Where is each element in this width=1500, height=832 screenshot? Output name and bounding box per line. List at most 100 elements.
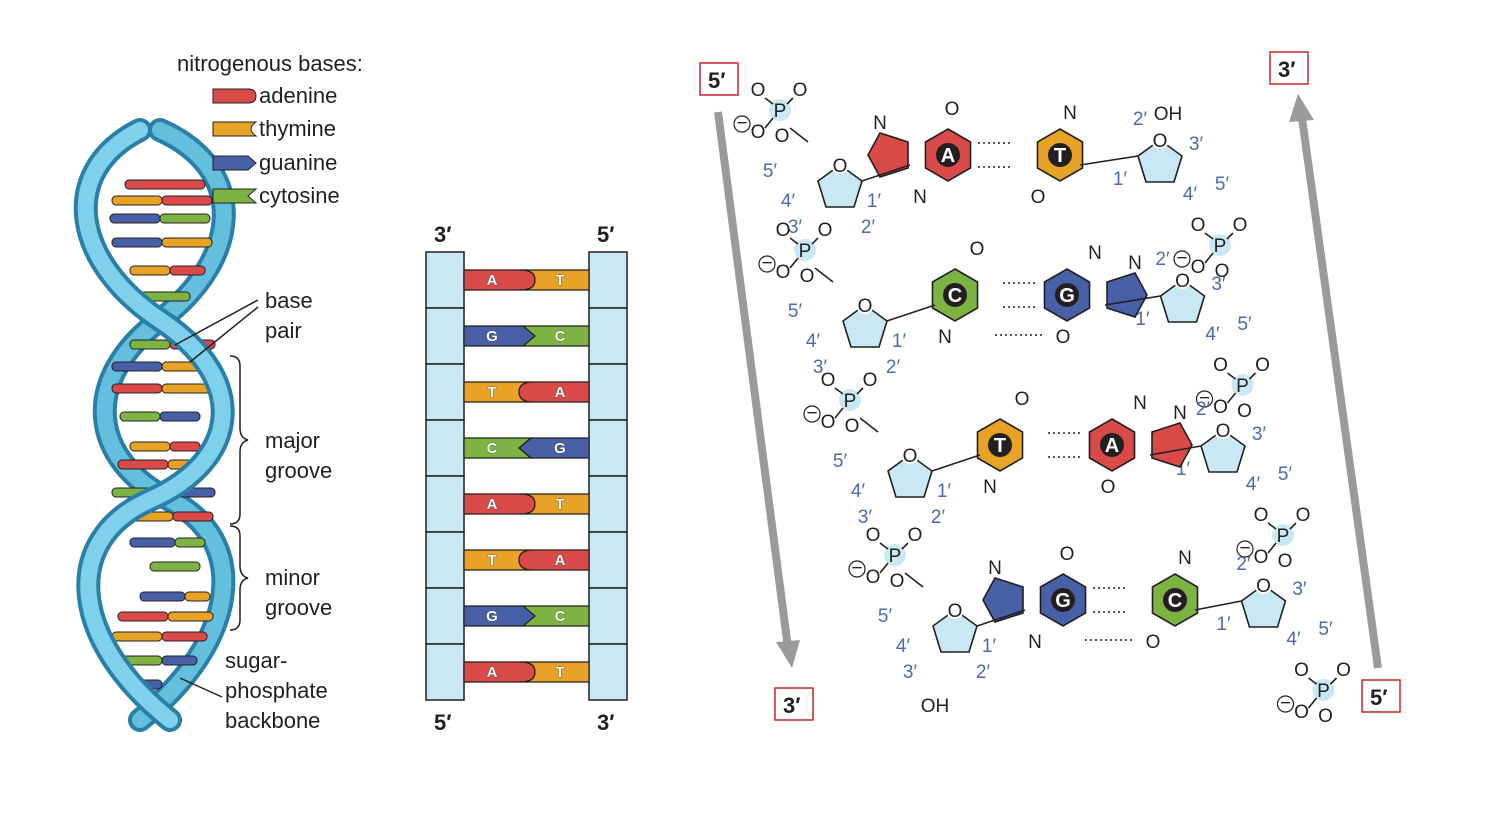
- legend-item-guanine: guanine: [212, 150, 337, 175]
- ladder-base-letter: C: [555, 328, 566, 345]
- position-2prime: 2′: [1155, 249, 1170, 270]
- bond: [904, 572, 924, 588]
- svg-text:5′: 5′: [1370, 685, 1388, 710]
- terminal-3prime-hydroxyl: OH: [921, 696, 950, 717]
- position-5prime: 5′: [1278, 464, 1293, 485]
- base-pair-pointer-2: [189, 306, 259, 363]
- oxygen-atom: O: [948, 601, 963, 622]
- nitrogen-atom: N: [1128, 253, 1142, 274]
- oxygen-atom: O: [970, 239, 985, 260]
- legend-label-thymine: thymine: [259, 116, 336, 141]
- bond: [1204, 252, 1214, 264]
- nitrogen-atom: N: [988, 558, 1002, 579]
- phosphorus-atom: P: [1277, 526, 1290, 547]
- nitrogen-atom: N: [1133, 393, 1147, 414]
- bond: [811, 237, 819, 245]
- ladder-bottom-left-end: 5′: [434, 710, 452, 735]
- negative-charge-icon: [848, 560, 866, 578]
- purine-five-ring: [1151, 422, 1193, 468]
- oxygen-atom: O: [1237, 401, 1252, 422]
- helix-annotations: base pair major groove minor groove suga…: [174, 288, 332, 733]
- position-3prime: 3′: [1211, 274, 1226, 295]
- ladder-base-letter: A: [487, 664, 498, 681]
- negative-charge-icon: [1195, 390, 1214, 408]
- base-letter-thymine: T: [1054, 145, 1066, 167]
- ladder-left-backbone-segment: [425, 643, 465, 701]
- ladder-right-backbone-segment: [588, 307, 628, 365]
- oxygen-atom: O: [776, 220, 791, 241]
- bond: [1226, 392, 1237, 404]
- ring-oxygen: [1151, 131, 1169, 149]
- base-letter-badge: [1051, 588, 1075, 612]
- oxygen-atom: O: [1233, 215, 1248, 236]
- oxygen-atom: O: [866, 525, 881, 546]
- minor-groove-label-2: groove: [265, 595, 332, 620]
- backbone-label-1: sugar-: [225, 648, 287, 673]
- position-3prime: 3′: [858, 507, 873, 528]
- minus-sign: −: [1280, 693, 1291, 714]
- ladder-right-backbone-segment: [588, 419, 628, 477]
- phosphorus-atom: P: [799, 241, 812, 262]
- bond: [879, 562, 889, 574]
- ladder-top-left-end: 3′: [434, 222, 452, 247]
- ladder-base-cytosine: [521, 325, 590, 347]
- base-letter-guanine: G: [1059, 285, 1075, 307]
- ladder-right-backbone-segment: [588, 643, 628, 701]
- base-letter-badge: [1055, 283, 1079, 307]
- bond: [1104, 295, 1161, 306]
- deoxyribose-sugar: [1159, 279, 1206, 323]
- ladder-base-letter: A: [555, 384, 566, 401]
- oxygen-atom: O: [908, 525, 923, 546]
- base-letter-cytosine: C: [948, 285, 962, 307]
- legend: nitrogenous bases: adenine thymine guani…: [177, 51, 363, 208]
- purine-five-ring: [982, 577, 1024, 623]
- ladder-base-adenine: [518, 381, 590, 403]
- nitrogen-atom: N: [1063, 103, 1077, 124]
- oxygen-atom: O: [1294, 660, 1309, 681]
- bond: [856, 387, 864, 395]
- position-1prime: 1′: [1216, 614, 1231, 635]
- minus-sign: −: [851, 558, 862, 579]
- bond: [859, 417, 879, 433]
- deoxyribose-sugar: [932, 609, 978, 653]
- ladder-base-thymine: [520, 661, 590, 683]
- oxygen-atom: O: [1254, 547, 1269, 568]
- legend-title: nitrogenous bases:: [177, 51, 363, 76]
- end-label-left-top: 5′: [699, 62, 739, 96]
- oxygen-atom: O: [903, 446, 918, 467]
- position-1prime: 1′: [892, 331, 907, 352]
- phosphorus-atom: P: [844, 391, 857, 412]
- deoxyribose-sugar: [817, 164, 863, 208]
- position-4prime: 4′: [806, 331, 821, 352]
- bond: [886, 304, 936, 322]
- backbone-label-2: phosphate: [225, 678, 328, 703]
- phosphorus-atom: P: [774, 101, 787, 122]
- double-helix: [73, 118, 236, 732]
- bond: [789, 237, 799, 245]
- position-3prime: 3′: [813, 357, 828, 378]
- ladder-base-guanine: [463, 325, 536, 347]
- purine-five-ring: [1106, 272, 1148, 318]
- ring-oxygen: [946, 601, 964, 619]
- bond: [1307, 697, 1318, 709]
- position-1prime: 1′: [982, 636, 997, 657]
- cytosine-swatch-icon: [212, 188, 258, 204]
- end-label-right-top: 3′: [1269, 51, 1309, 85]
- ladder-right-backbone-segment: [588, 475, 628, 533]
- position-2prime: 2′: [861, 217, 876, 238]
- minus-sign: −: [1176, 248, 1187, 269]
- negative-charge-icon: [733, 115, 751, 133]
- oxygen-atom: O: [1278, 551, 1293, 572]
- ladder-left-backbone-segment: [425, 363, 465, 421]
- position-4prime: 4′: [781, 191, 796, 212]
- ladder-left-backbone-segment: [425, 587, 465, 645]
- deoxyribose-sugar: [1137, 139, 1183, 183]
- oxygen-atom: O: [866, 567, 881, 588]
